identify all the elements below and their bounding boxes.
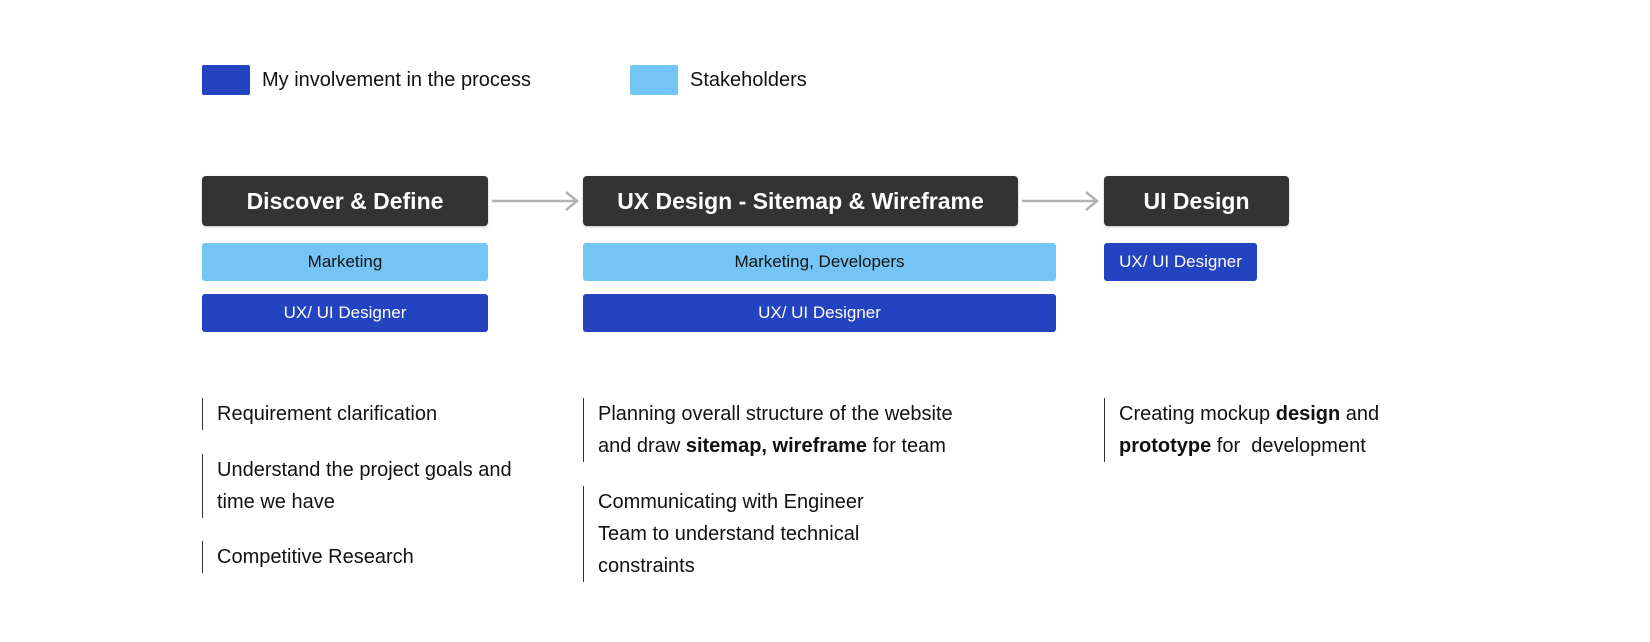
phase-header-discover-define: Discover & Define xyxy=(202,176,488,226)
note-emphasis: prototype xyxy=(1119,435,1212,457)
involvement-bar-discover: UX/ UI Designer xyxy=(202,294,488,332)
note-planning-structure: Planning overall structure of the websit… xyxy=(583,398,953,462)
note-line: prototype for development xyxy=(1119,430,1379,462)
note-emphasis: design xyxy=(1275,403,1341,425)
note-line: Communicating with Engineer xyxy=(598,491,864,513)
note-line: Requirement clarification xyxy=(217,403,438,425)
stakeholders-bar-discover: Marketing xyxy=(202,243,488,281)
note-emphasis: sitemap, wireframe xyxy=(685,435,868,457)
stakeholders-bar-ux: Marketing, Developers xyxy=(583,243,1056,281)
phase-header-ux-design: UX Design - Sitemap & Wireframe xyxy=(583,176,1018,226)
note-project-goals: Understand the project goals and time we… xyxy=(202,454,512,518)
note-text: and xyxy=(1340,403,1380,425)
phase-header-ui-design: UI Design xyxy=(1104,176,1289,226)
legend-swatch-stakeholders xyxy=(630,65,678,95)
note-line: constraints xyxy=(598,555,695,577)
arrow-right-icon xyxy=(1022,191,1099,211)
note-line: time we have xyxy=(217,491,335,513)
note-text: Creating mockup xyxy=(1119,403,1276,425)
legend-label-stakeholders: Stakeholders xyxy=(690,69,807,91)
note-line: Competitive Research xyxy=(217,546,414,568)
note-text: and draw xyxy=(598,435,686,457)
arrow-right-icon xyxy=(492,191,579,211)
note-competitive-research: Competitive Research xyxy=(202,541,414,573)
note-text: for development xyxy=(1211,435,1366,457)
note-line: Team to understand technical xyxy=(598,523,860,545)
legend-swatch-my-involvement xyxy=(202,65,250,95)
legend-label-my-involvement: My involvement in the process xyxy=(262,69,532,91)
note-line: Creating mockup design and xyxy=(1119,398,1379,430)
note-line: Planning overall structure of the websit… xyxy=(598,403,953,425)
note-text: for team xyxy=(867,435,946,457)
note-creating-mockup: Creating mockup design and prototype for… xyxy=(1104,398,1379,462)
note-communicating-engineer: Communicating with Engineer Team to unde… xyxy=(583,486,864,582)
involvement-bar-ui: UX/ UI Designer xyxy=(1104,243,1257,281)
note-line: Understand the project goals and xyxy=(217,459,512,481)
note-requirement-clarification: Requirement clarification xyxy=(202,398,437,430)
involvement-bar-ux: UX/ UI Designer xyxy=(583,294,1056,332)
note-line: and draw sitemap, wireframe for team xyxy=(598,430,953,462)
